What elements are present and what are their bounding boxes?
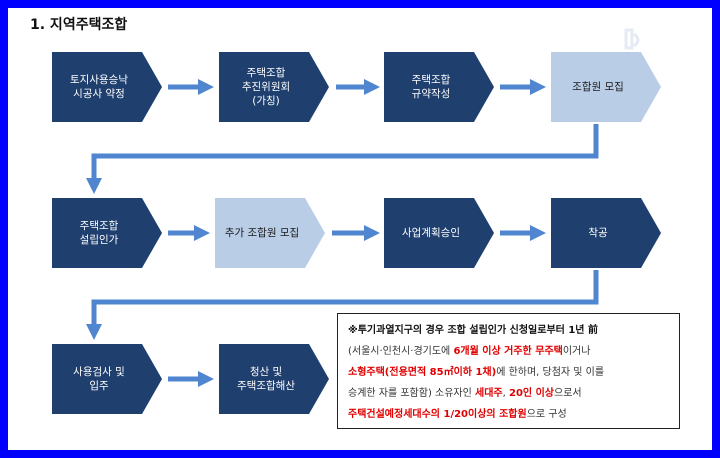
note-text: 으로서 bbox=[554, 388, 582, 399]
step-label-10: 청산 및 주택조합해산 bbox=[237, 366, 295, 392]
step-chevron-2 bbox=[219, 52, 329, 122]
note-highlight: 소형주택(전용면적 85㎡이하 1채) bbox=[348, 367, 497, 378]
step-chevron-3 bbox=[384, 52, 494, 122]
step-label-9: 사용검사 및 입주 bbox=[73, 366, 125, 392]
note-line-4: 승계한 자를 포함함) 소유자인 세대주, 20인 이상으로서 bbox=[348, 383, 671, 404]
step-chevron-6 bbox=[215, 198, 325, 268]
note-highlight: 6개월 이상 거주한 무주택 bbox=[453, 346, 563, 357]
note-line-5: 주택건설예정세대수의 1/20이상의 조합원으로 구성 bbox=[348, 404, 671, 425]
flow-arrow-row1-to-row2 bbox=[85, 124, 599, 195]
step-chevron-4 bbox=[551, 52, 661, 122]
note-text: 에 한하며, 당첨자 및 이를 bbox=[496, 367, 605, 378]
note-text: , bbox=[502, 388, 509, 399]
step-chevron-7 bbox=[384, 198, 494, 268]
watermark-logo bbox=[622, 26, 666, 54]
step-label-6: 추가 조합원 모집 bbox=[224, 227, 300, 239]
note-line-1: ※투기과열지구의 경우 조합 설립인가 신청일로부터 1년 前 bbox=[348, 325, 598, 336]
step-chevron-1 bbox=[52, 52, 162, 122]
step-label-2: 주택조합 추진위원회 (가칭) bbox=[241, 67, 291, 107]
step-chevron-10 bbox=[219, 344, 329, 414]
step-label-4: 조합원 모집 bbox=[572, 81, 624, 93]
note-text: 으로 구성 bbox=[526, 409, 567, 420]
note-box: ※투기과열지구의 경우 조합 설립인가 신청일로부터 1년 前 (서울시·인천시… bbox=[337, 313, 680, 429]
note-text: 이거나 bbox=[562, 346, 591, 357]
note-line-2: (서울시·인천시·경기도에 6개월 이상 거주한 무주택이거나 bbox=[348, 341, 671, 362]
step-label-5: 주택조합 설립인가 bbox=[79, 220, 119, 246]
step-label-1: 토지사용승낙 시공사 약정 bbox=[70, 74, 128, 100]
step-label-7: 사업계획승인 bbox=[402, 227, 460, 239]
step-chevron-8 bbox=[551, 198, 661, 268]
step-label-8: 착공 bbox=[588, 227, 608, 239]
note-highlight: 20인 이상 bbox=[509, 388, 554, 399]
step-label-3: 주택조합 규약작성 bbox=[411, 74, 451, 100]
step-chevron-9 bbox=[52, 344, 162, 414]
note-highlight: 주택건설예정세대수의 1/20이상의 조합원 bbox=[348, 409, 527, 420]
flow-arrow-row2-to-row3 bbox=[85, 270, 599, 341]
page-title: 1. 지역주택조합 bbox=[30, 17, 128, 33]
step-chevron-5 bbox=[52, 198, 162, 268]
note-text: 승계한 자를 포함함) 소유자인 bbox=[348, 388, 476, 399]
note-text: (서울시·인천시·경기도에 bbox=[348, 346, 454, 357]
note-line-3: 소형주택(전용면적 85㎡이하 1채)에 한하며, 당첨자 및 이를 bbox=[348, 362, 671, 383]
note-highlight: 세대주 bbox=[475, 388, 503, 399]
